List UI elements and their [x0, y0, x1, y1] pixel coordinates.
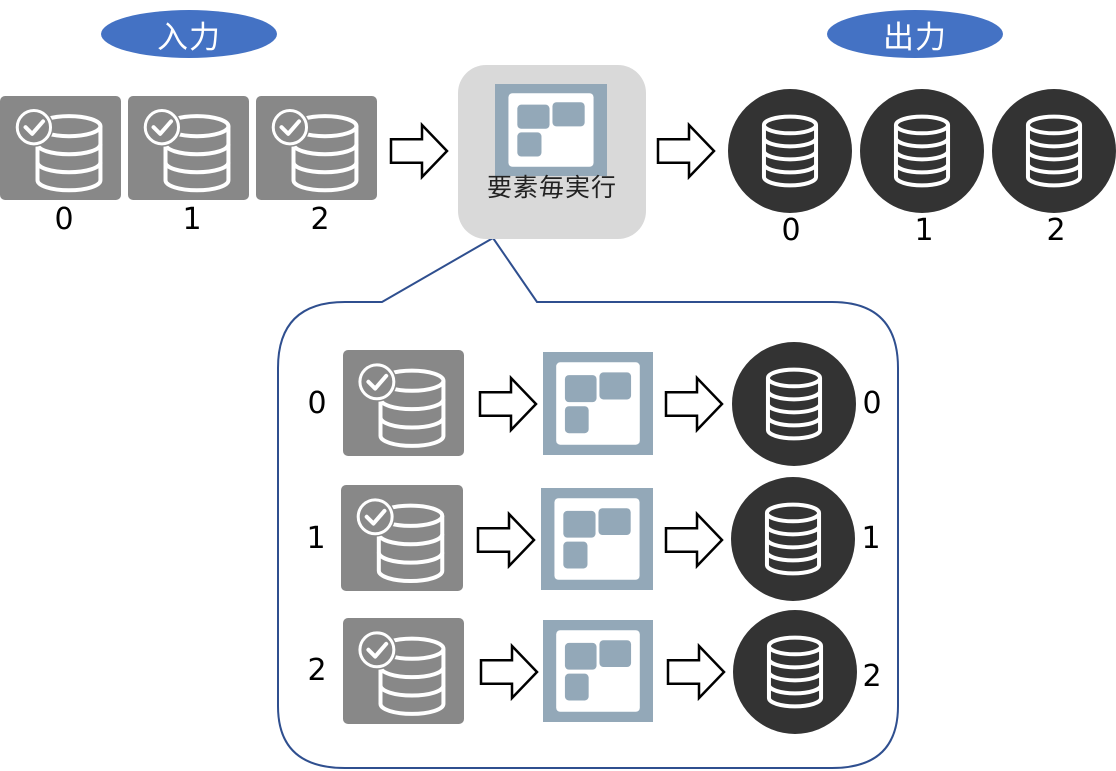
output-dataset-icon [733, 610, 857, 734]
detail-input-index: 0 [307, 386, 327, 421]
arrow-right-icon [389, 121, 449, 181]
input-index-label: 1 [182, 202, 202, 237]
arrow-right-icon [666, 642, 726, 702]
output-header-pill: 出力 [827, 10, 1003, 58]
detail-input-index: 1 [306, 521, 326, 556]
output-index-label: 1 [914, 213, 934, 248]
detail-output-index: 1 [861, 521, 881, 556]
input-index-label: 0 [54, 202, 74, 237]
output-dataset-icon [728, 89, 852, 213]
input-dataset-icon [341, 485, 463, 591]
output-dataset-icon [860, 89, 984, 213]
output-index-label: 0 [781, 213, 801, 248]
arrow-right-icon [476, 510, 536, 570]
output-dataset-icon [731, 477, 855, 601]
detail-output-index: 0 [862, 386, 882, 421]
input-header-pill: 入力 [101, 10, 277, 58]
output-dataset-icon [992, 89, 1116, 213]
input-dataset-icon [0, 96, 121, 200]
arrow-right-icon [479, 642, 539, 702]
process-label: 要素毎実行 [486, 173, 617, 202]
foreach-activity-icon [543, 620, 653, 722]
arrow-right-icon [656, 121, 716, 181]
input-dataset-icon [256, 96, 377, 200]
input-dataset-icon [128, 96, 249, 200]
foreach-activity-icon [541, 488, 653, 590]
arrow-right-icon [664, 374, 724, 434]
input-index-label: 2 [310, 202, 330, 237]
foreach-activity-icon [543, 352, 653, 455]
arrow-right-icon [664, 510, 724, 570]
detail-input-index: 2 [307, 653, 327, 688]
output-dataset-icon [732, 342, 856, 466]
arrow-right-icon [478, 374, 538, 434]
output-index-label: 2 [1046, 213, 1066, 248]
input-dataset-icon [343, 350, 464, 456]
foreach-activity-icon [495, 84, 607, 176]
detail-output-index: 2 [862, 659, 882, 694]
input-dataset-icon [343, 618, 464, 724]
